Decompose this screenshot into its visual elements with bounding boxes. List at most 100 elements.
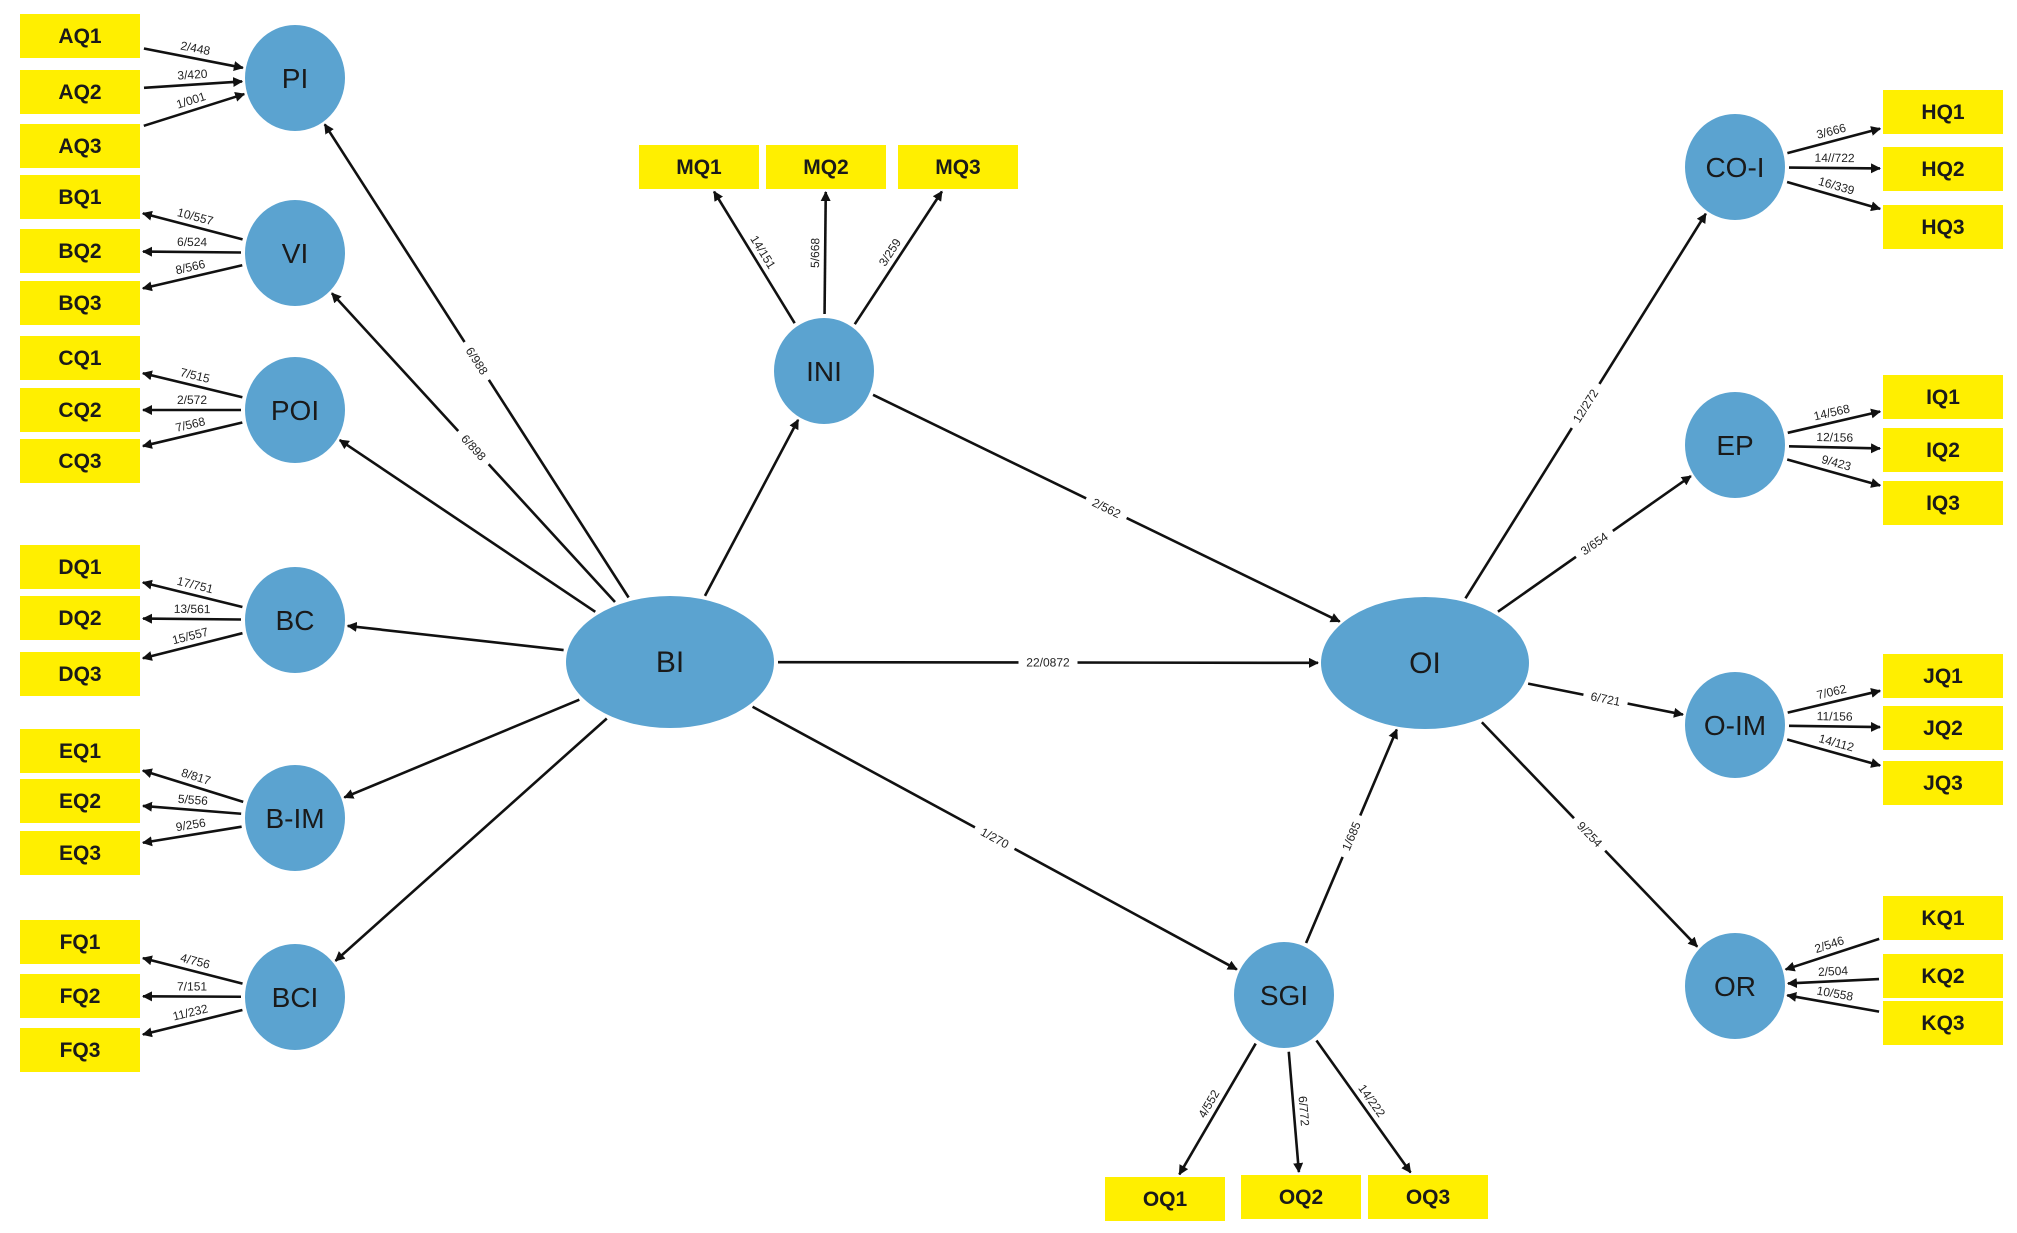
model-nodes: PIVIPOIBCB-IMBCIBIINIOISGICO-IEPO-IMORAQ… — [20, 14, 2003, 1221]
indicator-box — [1105, 1177, 1225, 1221]
indicator-label: OQ3 — [1406, 1186, 1450, 1209]
indicator-aq2: AQ2 — [20, 70, 140, 114]
coefficient-label-background — [1570, 523, 1618, 564]
path-coefficient-text: 12/156 — [1816, 430, 1853, 445]
indicator-label: HQ1 — [1921, 101, 1965, 124]
path-arrow-kq2-to-or — [1786, 977, 1880, 989]
indicator-box — [20, 14, 140, 58]
path-arrow-bci-to-fq1 — [141, 955, 243, 985]
indicator-label: BQ2 — [58, 240, 101, 263]
latent-variable-shape — [245, 200, 345, 306]
path-arrow-o-im-to-jq2 — [1788, 721, 1882, 732]
indicator-label: AQ2 — [58, 81, 101, 104]
path-arrow-bi-to-bci — [334, 717, 608, 962]
latent-variable-shape — [245, 25, 345, 131]
indicator-box — [20, 974, 140, 1018]
latent-variable-label: OI — [1409, 647, 1441, 680]
indicator-label: KQ1 — [1921, 907, 1965, 930]
path-coefficient-text: 6/524 — [177, 235, 207, 249]
coefficient-label-background — [1581, 685, 1630, 712]
path-coefficient-ep-to-iq2: 12/156 — [1816, 430, 1853, 445]
indicator-label: JQ2 — [1923, 717, 1963, 740]
path-arrow-vi-to-bq1 — [141, 210, 243, 241]
indicator-aq1: AQ1 — [20, 14, 140, 58]
path-arrow-o-im-to-jq1 — [1787, 688, 1882, 714]
latent-variable-vi: VI — [245, 200, 345, 306]
latent-variable-shape — [1685, 114, 1785, 220]
path-arrow-ep-to-iq1 — [1787, 408, 1882, 435]
path-arrow-co-i-to-hq1 — [1787, 126, 1882, 155]
indicator-hq1: HQ1 — [1883, 90, 2003, 134]
indicator-box — [20, 388, 140, 432]
latent-variable-shape — [1685, 672, 1785, 778]
path-arrow-ep-to-iq2 — [1788, 443, 1882, 454]
path-coefficient-text: 7/062 — [1815, 682, 1848, 703]
path-coefficient-vi-to-bq2: 6/524 — [177, 235, 207, 249]
latent-variable-shape — [245, 944, 345, 1050]
indicator-box — [20, 229, 140, 273]
path-coefficient-oi-to-o-im: 6/721 — [1581, 685, 1630, 712]
path-coefficient-vi-to-bq3: 8/566 — [174, 257, 207, 278]
path-coefficient-text: 7/151 — [177, 979, 207, 993]
indicator-box — [1368, 1175, 1488, 1219]
path-coefficient-text: 9/256 — [175, 815, 207, 834]
path-coefficient-co-i-to-hq2: 14//722 — [1815, 151, 1855, 165]
latent-variable-shape — [1685, 933, 1785, 1039]
indicator-kq2: KQ2 — [1883, 954, 2003, 998]
path-coefficient-o-im-to-jq2: 11/156 — [1817, 709, 1853, 724]
latent-variable-shape — [245, 357, 345, 463]
indicator-cq2: CQ2 — [20, 388, 140, 432]
indicator-label: FQ2 — [60, 985, 101, 1008]
path-coefficient-text: 2/448 — [179, 39, 211, 59]
coefficient-label-background — [1334, 812, 1368, 861]
path-coefficient-oi-to-co-i: 12/272 — [1564, 379, 1607, 433]
indicator-box — [766, 145, 886, 189]
indicator-label: BQ3 — [58, 292, 101, 315]
indicator-label: MQ3 — [935, 156, 981, 179]
indicator-eq2: EQ2 — [20, 779, 140, 823]
indicator-box — [20, 831, 140, 875]
path-coefficient-text: 4/552 — [1195, 1087, 1222, 1120]
path-arrow-vi-to-bq2 — [141, 246, 242, 257]
latent-variable-shape — [1685, 392, 1785, 498]
latent-variable-bc: BC — [245, 567, 345, 673]
indicator-box — [1883, 428, 2003, 472]
path-coefficient-o-im-to-jq1: 7/062 — [1815, 682, 1848, 703]
latent-variable-ep: EP — [1685, 392, 1785, 498]
latent-variable-label: EP — [1716, 430, 1753, 461]
path-coefficient-text: 2/572 — [177, 393, 207, 407]
indicator-box — [1883, 706, 2003, 750]
coefficient-label-background — [452, 424, 496, 470]
latent-variable-label: BCI — [272, 982, 319, 1013]
latent-variable-label: BC — [276, 605, 315, 636]
path-coefficient-oi-to-or: 9/254 — [1568, 812, 1612, 857]
path-coefficient-bci-to-fq2: 7/151 — [177, 979, 207, 993]
path-coefficient-kq3-to-or: 10/558 — [1816, 984, 1855, 1004]
indicator-label: MQ2 — [803, 156, 849, 179]
indicator-box — [20, 920, 140, 964]
indicator-label: AQ3 — [58, 135, 101, 158]
latent-variable-label: OR — [1714, 971, 1756, 1002]
path-coefficient-o-im-to-jq3: 14/112 — [1817, 731, 1856, 754]
latent-variable-label: SGI — [1260, 980, 1308, 1011]
path-arrow-ep-to-iq3 — [1786, 458, 1882, 488]
indicator-label: KQ3 — [1921, 1012, 1964, 1035]
indicator-hq2: HQ2 — [1883, 147, 2003, 191]
indicator-iq1: IQ1 — [1883, 375, 2003, 419]
path-coefficient-text: 22/0872 — [1026, 655, 1070, 669]
indicator-label: IQ3 — [1926, 492, 1960, 515]
path-arrow-bc-to-dq3 — [141, 631, 243, 661]
indicator-bq1: BQ1 — [20, 175, 140, 219]
latent-variable-b-im: B-IM — [245, 765, 345, 871]
path-arrow-bc-to-dq2 — [141, 613, 242, 624]
path-coefficient-text: 7/515 — [179, 365, 212, 386]
indicator-jq2: JQ2 — [1883, 706, 2003, 750]
path-coefficient-poi-to-cq3: 7/568 — [174, 414, 207, 435]
indicator-label: FQ1 — [60, 931, 101, 954]
indicator-box — [20, 596, 140, 640]
path-coefficient-text: 14/112 — [1817, 731, 1856, 754]
indicator-eq3: EQ3 — [20, 831, 140, 875]
path-arrow-b-im-to-eq1 — [141, 768, 244, 804]
indicator-label: IQ1 — [1926, 386, 1960, 409]
path-coefficient-sgi-to-oq1: 4/552 — [1195, 1087, 1222, 1120]
